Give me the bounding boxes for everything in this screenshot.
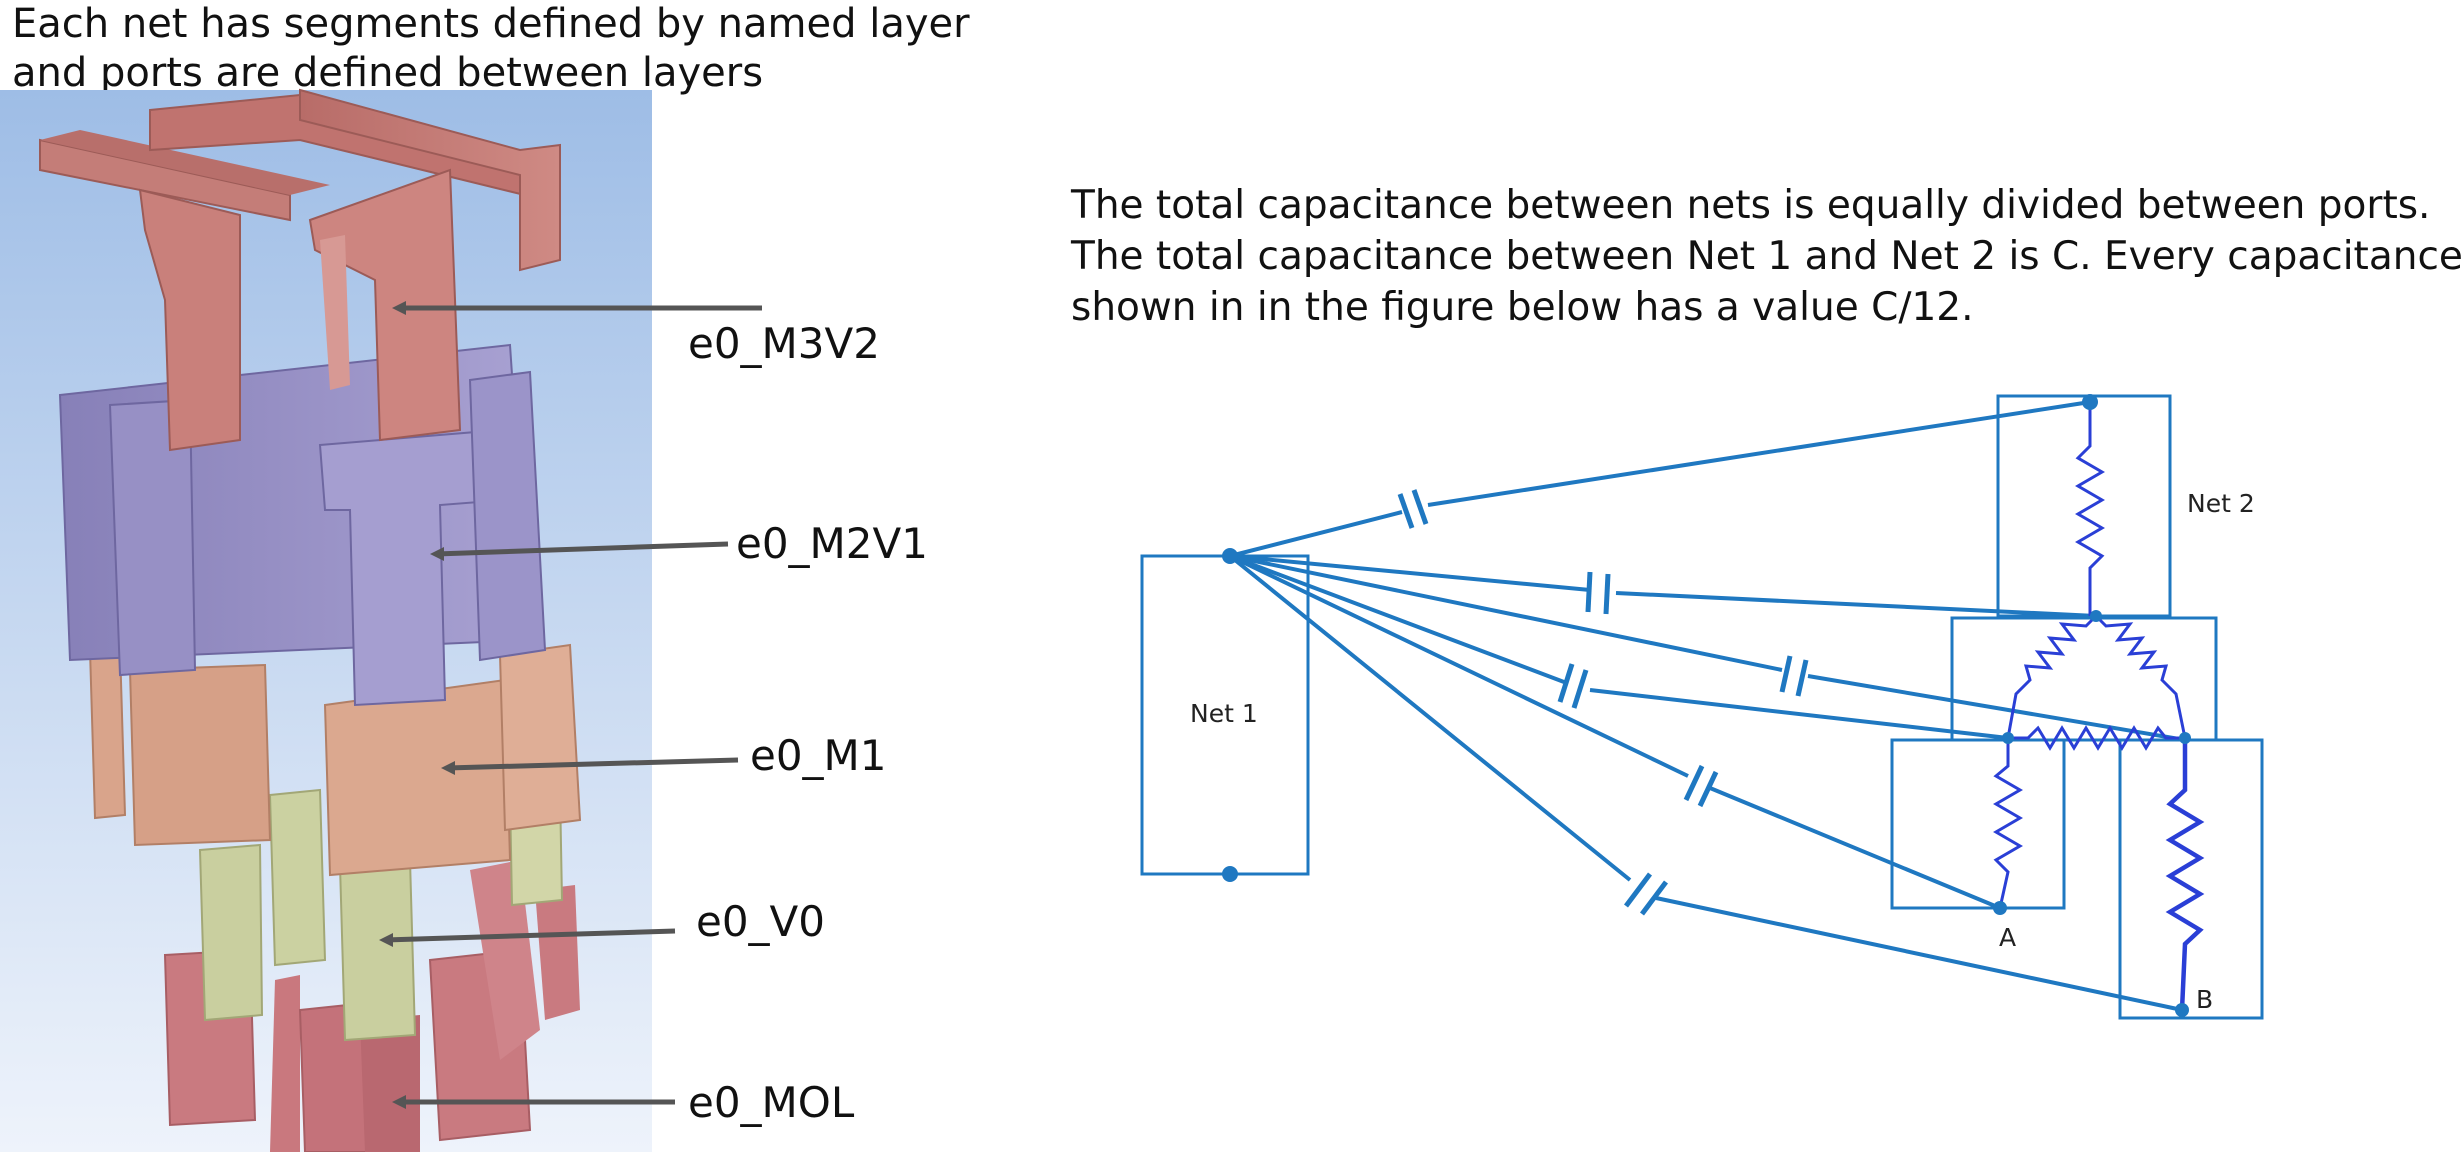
layer-label-m2v1: e0_M2V1 xyxy=(736,519,928,568)
leader-line-m2v1 xyxy=(435,541,729,557)
resistor-junction-right xyxy=(2094,614,2187,739)
net1-bottom-node xyxy=(1222,866,1238,882)
wire-to-port-b xyxy=(1228,554,2183,1012)
description-line-2: The total capacitance between Net 1 and … xyxy=(1071,234,2463,279)
port-b-box xyxy=(2118,738,2264,1020)
leader-arrow-m3v2 xyxy=(392,301,406,315)
capacitor-2 xyxy=(1585,571,1611,615)
net2-box xyxy=(1996,394,2172,618)
leader-arrow-v0 xyxy=(379,933,393,947)
net2-top-node xyxy=(2082,394,2098,410)
resistor-port-b xyxy=(2165,740,2205,1011)
net2-label: Net 2 xyxy=(2187,489,2255,518)
capacitor-6 xyxy=(1624,872,1668,916)
net1-label: Net 1 xyxy=(1190,699,1258,728)
heading-line-2: and ports are defined between layers xyxy=(12,50,764,96)
junction-left-node xyxy=(2002,732,2014,744)
resistor-junction-left xyxy=(2006,614,2098,739)
capacitance-description: The total capacitance between nets is eq… xyxy=(1071,180,2463,333)
slide-heading: Each net has segments defined by named l… xyxy=(12,0,970,98)
wire-to-junction-top xyxy=(1229,554,2097,618)
leader-arrow-m1 xyxy=(441,761,455,775)
description-line-3: shown in in the figure below has a value… xyxy=(1071,285,1974,330)
description-line-1: The total capacitance between nets is eq… xyxy=(1071,183,2431,228)
layer-label-mol: e0_MOL xyxy=(688,1078,855,1127)
leader-line-m1 xyxy=(446,757,739,771)
heading-line-1: Each net has segments defined by named l… xyxy=(12,1,970,47)
capacitor-5 xyxy=(1683,764,1719,808)
wire-to-net2-top xyxy=(1229,400,2091,558)
v0-layer-shapes xyxy=(198,788,564,1042)
leader-arrow-m2v1 xyxy=(430,547,444,561)
port-b-node xyxy=(2175,1003,2189,1017)
m1-layer-shapes xyxy=(88,643,582,877)
port-a-label: A xyxy=(1999,923,2016,952)
port-a-node xyxy=(1993,901,2007,915)
layer-label-m1: e0_M1 xyxy=(750,731,887,780)
resistor-net2 xyxy=(2075,402,2105,616)
resistor-junction-bottom xyxy=(2008,725,2185,751)
leader-line-v0 xyxy=(384,928,676,943)
capacitor-3 xyxy=(1779,655,1809,697)
capacitor-1 xyxy=(1397,489,1429,529)
wire-to-junction-right xyxy=(1229,554,2186,742)
port-b-label: B xyxy=(2196,985,2213,1014)
leader-arrow-mol xyxy=(392,1095,406,1109)
junction-right-node xyxy=(2179,732,2191,744)
wire-to-port-a xyxy=(1229,554,2001,910)
junction-top-node xyxy=(2090,610,2102,622)
resistor-port-a xyxy=(1993,738,2023,909)
layer-label-m3v2: e0_M3V2 xyxy=(688,319,880,368)
net1-top-node xyxy=(1222,548,1238,564)
port-a-box xyxy=(1890,738,2066,910)
layer-label-v0: e0_V0 xyxy=(696,897,825,946)
capacitor-4 xyxy=(1557,663,1589,709)
wire-to-junction-left xyxy=(1229,554,2009,740)
junction-box xyxy=(1950,616,2218,742)
m3v2-layer-shapes xyxy=(39,88,561,452)
